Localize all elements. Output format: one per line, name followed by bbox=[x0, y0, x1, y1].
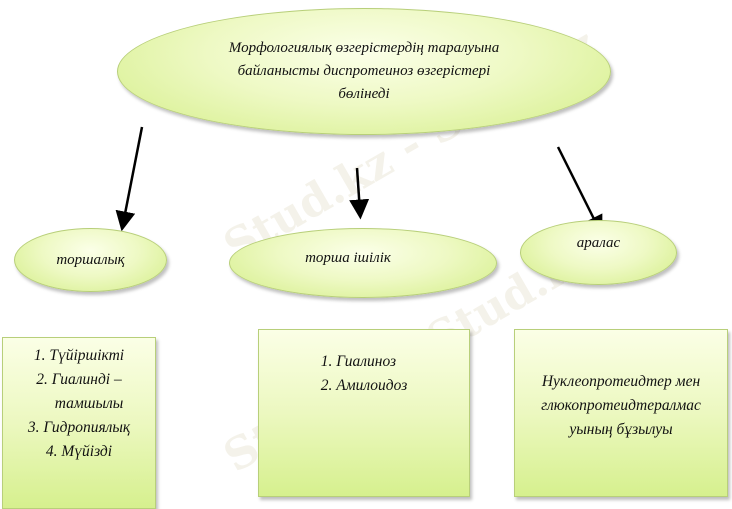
root-line: байланысты диспротеиноз өзгерістері bbox=[237, 63, 491, 79]
box-text-line: уының бұзылуы bbox=[569, 421, 673, 438]
root-line: бөлінеді bbox=[338, 86, 390, 102]
arrow-middle bbox=[349, 167, 370, 220]
box-cellular: 1. Түйіршікті 2. Гиалинді – тамшылы 3. Г… bbox=[2, 337, 156, 509]
box-text-line: Нуклеопротеидтер мен bbox=[541, 373, 701, 390]
box-intracellular: 1. Гиалиноз 2. Амилоидоз bbox=[258, 329, 470, 497]
list-item: 3. Гидропиялық bbox=[27, 419, 131, 436]
list-item: 2. Амилоидоз bbox=[320, 377, 408, 394]
category-ellipse-mixed: аралас bbox=[520, 220, 677, 285]
category-ellipse-intracellular: торша ішілік bbox=[229, 228, 497, 298]
box-mixed: Нуклеопротеидтер мен глюкопротеидтералма… bbox=[514, 329, 728, 497]
list-item: 2. Гиалинді – bbox=[36, 371, 122, 388]
arrow-right bbox=[556, 146, 603, 236]
list-item: 4. Мүйізді bbox=[45, 443, 113, 460]
category-label: аралас bbox=[576, 235, 621, 251]
intracellular-list: 1. Гиалиноз 2. Амилоидоз bbox=[321, 350, 408, 398]
root-line: Морфологиялық өзгерістердің таралуына bbox=[228, 40, 500, 56]
list-item: 1. Гиалиноз bbox=[320, 353, 397, 370]
list-item: 1. Түйіршікті bbox=[33, 347, 125, 364]
cellular-list: 1. Түйіршікті 2. Гиалинді – тамшылы 3. Г… bbox=[28, 344, 130, 464]
root-ellipse: Морфологиялық өзгерістердің таралуына ба… bbox=[117, 8, 611, 135]
category-label: торша ішілік bbox=[305, 249, 391, 266]
category-label: торшалық bbox=[56, 251, 125, 268]
category-ellipse-cellular: торшалық bbox=[14, 228, 167, 292]
arrow-left bbox=[115, 126, 144, 232]
list-item: тамшылы bbox=[54, 395, 124, 412]
box-text-line: глюкопротеидтералмас bbox=[541, 397, 701, 414]
